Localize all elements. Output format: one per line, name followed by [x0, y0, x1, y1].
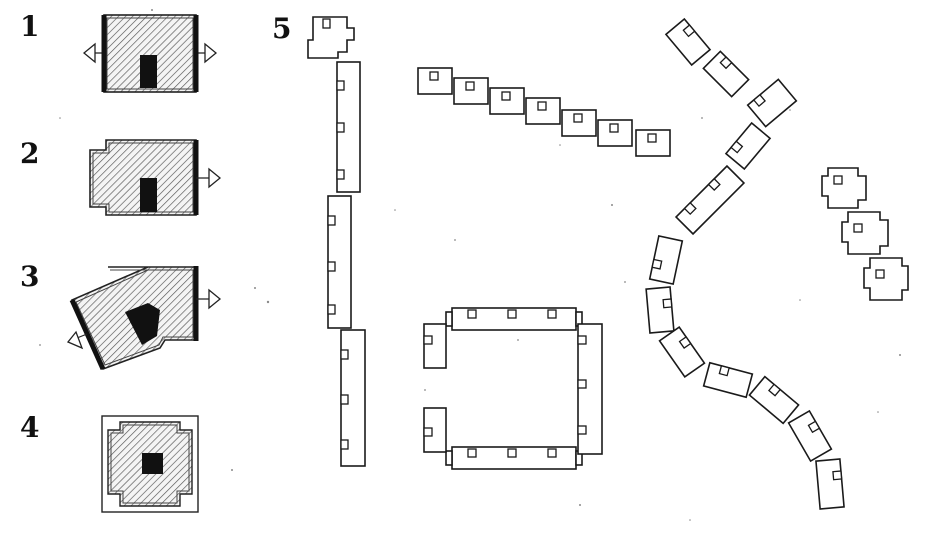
type-3-block	[66, 266, 222, 371]
core-icon	[140, 55, 157, 88]
label-5: 5	[272, 12, 291, 45]
type-4-block	[101, 415, 199, 513]
arrow-down-left-icon	[66, 330, 84, 350]
stepped-point-chain	[417, 67, 671, 157]
arrow-left-icon	[82, 42, 96, 64]
label-2: 2	[20, 137, 39, 170]
arrow-right-icon	[204, 42, 218, 64]
label-3: 3	[20, 260, 39, 293]
courtyard-block-group	[423, 307, 603, 470]
arrow-right-icon	[208, 288, 222, 310]
label-1: 1	[20, 10, 39, 43]
core-icon	[142, 453, 163, 474]
core-icon	[140, 178, 157, 212]
stepped-stack-group	[821, 167, 909, 301]
label-4: 4	[20, 411, 39, 444]
type-2-block	[89, 139, 222, 216]
serpentine-chain	[645, 17, 845, 510]
vertical-slab-chain	[307, 16, 366, 467]
paper-noise	[39, 9, 901, 521]
core-icon	[125, 303, 160, 345]
arrow-right-icon	[208, 167, 222, 189]
type-1-block	[82, 14, 218, 93]
